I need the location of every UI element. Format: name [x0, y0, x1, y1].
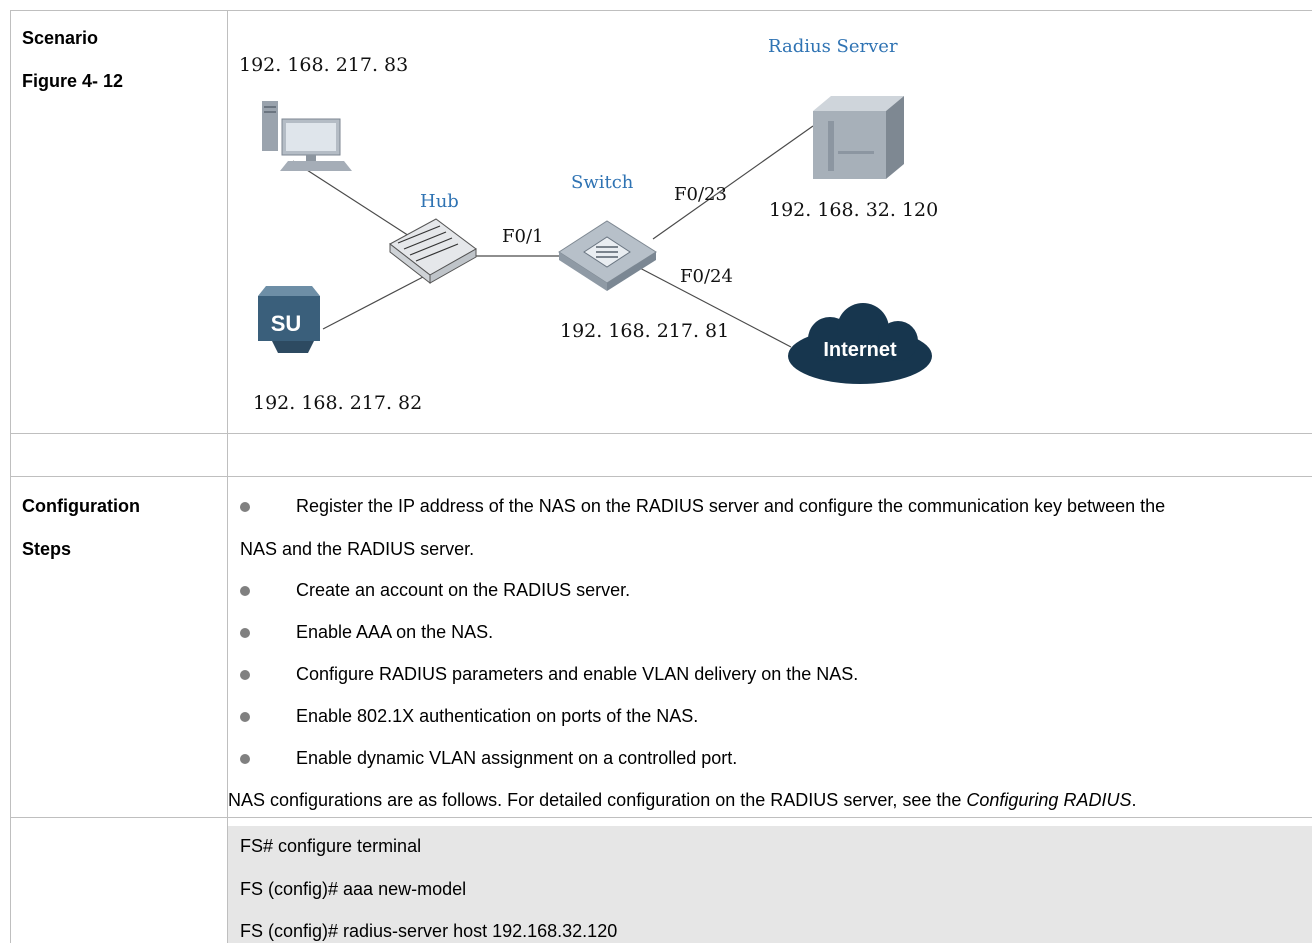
bullet-icon [240, 670, 250, 680]
step-text: Enable AAA on the NAS. [296, 622, 494, 642]
monitor-ip-label: 192. 168. 217. 82 [253, 392, 422, 414]
internet-cloud-icon: Internet [788, 303, 932, 384]
config-note: NAS configurations are as follows. For d… [228, 790, 1136, 811]
code-line: FS (config)# aaa new-model [240, 879, 467, 899]
monitor-logo: SU [271, 311, 302, 336]
pc-ip-label: 192. 168. 217. 83 [239, 54, 408, 76]
radius-server-title: Radius Server [768, 36, 898, 57]
note-link-italic[interactable]: Configuring RADIUS [966, 790, 1132, 810]
step-text: Register the IP address of the NAS on th… [296, 496, 1166, 516]
table-column-divider [227, 10, 228, 943]
radius-server-ip-label: 192. 168. 32. 120 [769, 199, 938, 221]
figure-label: Figure 4- 12 [22, 71, 124, 91]
bullet-icon [240, 628, 250, 638]
table-border-top [10, 10, 1312, 11]
switch-icon [558, 220, 657, 291]
table-border-row3 [10, 817, 1312, 818]
note-suffix: . [1131, 790, 1137, 810]
step-text: Enable dynamic VLAN assignment on a cont… [296, 748, 738, 768]
switch-label: Switch [571, 172, 634, 193]
step-text: Create an account on the RADIUS server. [296, 580, 631, 600]
table-border-row2 [10, 476, 1312, 477]
link-switch-radius [652, 125, 814, 240]
table-border-left [10, 10, 11, 943]
monitor-icon: SU [258, 286, 320, 353]
port-f01-label: F0/1 [502, 226, 543, 247]
network-diagram: Internet SU Radius Server 192. 168. 217.… [228, 11, 1312, 433]
hub-icon [389, 218, 477, 285]
internet-label: Internet [823, 339, 897, 361]
bullet-icon [240, 712, 250, 722]
scenario-label: Scenario [22, 28, 99, 48]
switch-ip-label: 192. 168. 217. 81 [560, 320, 729, 342]
bullet-icon [240, 586, 250, 596]
step-text: Configure RADIUS parameters and enable V… [296, 664, 859, 684]
port-f023-label: F0/23 [674, 184, 727, 205]
step-continuation: NAS and the RADIUS server. [240, 539, 474, 560]
code-block: FS# configure terminal FS (config)# aaa … [228, 826, 1312, 943]
config-steps-label-line2: Steps [22, 539, 72, 559]
step-text: Enable 802.1X authentication on ports of… [296, 706, 699, 726]
table-border-row1 [10, 433, 1312, 434]
bullet-icon [240, 754, 250, 764]
link-pc-hub [292, 160, 421, 244]
network-topology-svg: Internet SU Radius Server 192. 168. 217.… [239, 36, 938, 414]
pc-icon [262, 101, 352, 171]
link-switch-internet [635, 265, 792, 348]
config-steps-label-line1: Configuration [22, 496, 140, 516]
step-text-continued: NAS and the RADIUS server. [240, 539, 475, 559]
bullet-icon [240, 502, 250, 512]
note-text: NAS configurations are as follows. For d… [228, 790, 967, 810]
code-line: FS (config)# radius-server host 192.168.… [240, 921, 618, 941]
code-line: FS# configure terminal [240, 836, 422, 856]
port-f024-label: F0/24 [680, 266, 733, 287]
link-hub-monitor [322, 276, 424, 330]
server-icon [813, 96, 904, 179]
hub-label: Hub [420, 191, 459, 212]
